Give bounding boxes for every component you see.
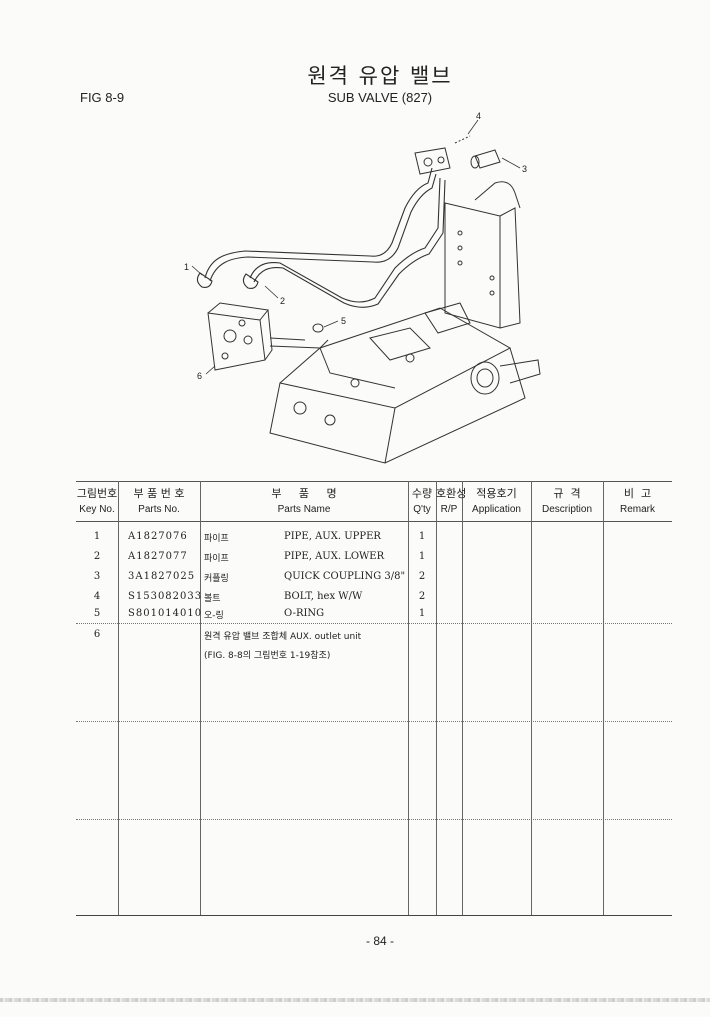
column-rule: [603, 481, 604, 915]
header-description-ko: 규 격: [553, 487, 581, 500]
header-rp-en: R/P: [440, 504, 458, 515]
callout-1: 1: [184, 262, 189, 272]
header-qty-en: Q'ty: [413, 504, 431, 515]
part-name-ko: 원격 유압 밸브 조합체 AUX. outlet unit: [204, 632, 362, 642]
header-bottom-rule: [76, 521, 672, 522]
header-parts-no-ko: 부 품 번 호: [133, 487, 185, 500]
coupling-bracket: [414, 135, 501, 175]
table-top-rule: [76, 481, 672, 482]
part-name-ko: 커플링: [204, 574, 229, 584]
header-parts-name-ko: 부 품 명: [271, 487, 337, 500]
part-no: 3A1827025: [128, 571, 196, 582]
parts-table: 그림번호 Key No. 부 품 번 호 Parts No. 부 품 명 Par…: [76, 481, 672, 916]
key-no: 4: [93, 591, 101, 602]
row-divider: [76, 721, 672, 722]
column-rule: [200, 481, 201, 915]
key-no: 5: [93, 608, 101, 619]
header-application-en: Application: [472, 504, 521, 515]
part-no: S153082033: [128, 591, 203, 602]
pipe-assembly: [196, 167, 446, 308]
page-title-english: SUB VALVE (827): [327, 90, 433, 105]
row-divider: [76, 819, 672, 820]
callout-5: 5: [341, 316, 346, 326]
column-rule: [531, 481, 532, 915]
part-name-en: QUICK COUPLING 3/8": [284, 571, 406, 582]
scan-edge-artifact: [0, 998, 710, 1002]
quantity: 2: [418, 571, 426, 582]
callout-3: 3: [522, 164, 527, 174]
quantity: 1: [418, 531, 426, 542]
part-name-en: PIPE, AUX. LOWER: [284, 551, 385, 562]
parts-diagram: 1 2 3 4 5 6: [184, 111, 541, 464]
column-rule: [408, 481, 409, 915]
column-rule: [436, 481, 437, 915]
header-parts-no-en: Parts No.: [138, 504, 180, 515]
header-remark-en: Remark: [619, 504, 655, 515]
quantity: 2: [418, 591, 426, 602]
column-rule: [462, 481, 463, 915]
row-divider: [76, 623, 672, 624]
callout-2: 2: [280, 296, 285, 306]
header-description-en: Description: [541, 504, 593, 515]
table-bottom-rule: [76, 915, 672, 916]
part-no: A1827076: [128, 531, 188, 542]
header-remark-ko: 비 고: [623, 487, 652, 500]
header-parts-name-en: Parts Name: [277, 504, 331, 515]
header-key-no-en: Key No.: [79, 504, 115, 515]
part-name-en: PIPE, AUX. UPPER: [284, 531, 381, 542]
callout-4: 4: [476, 111, 481, 121]
page-title-korean: 원격 유압 밸브: [307, 64, 453, 88]
part-name-ko: 오-링: [204, 611, 224, 621]
part-name-ko: 볼트: [204, 594, 221, 604]
aux-valve-unit: [207, 302, 329, 371]
quantity: 1: [418, 551, 426, 562]
column-rule: [118, 481, 119, 915]
hydraulic-housing: [269, 302, 541, 464]
leader-lines: [191, 119, 521, 375]
header-qty-ko: 수량: [411, 487, 433, 500]
figure-label: FIG 8-9: [80, 90, 125, 105]
key-no: 1: [93, 531, 101, 542]
part-name-en: O-RING: [284, 608, 325, 619]
key-no: 2: [93, 551, 101, 562]
part-name-ko: 파이프: [204, 554, 229, 564]
quantity: 1: [418, 608, 426, 619]
header-application-ko: 적용호기: [476, 487, 517, 500]
part-name-en: BOLT, hex W/W: [284, 591, 363, 602]
page-number: - 84 -: [365, 934, 394, 948]
key-no: 3: [93, 571, 101, 582]
reference-note: (FIG. 8-8의 그림번호 1-19참조): [204, 651, 331, 661]
mounting-plate: [444, 181, 521, 329]
header-rp-ko: 호환성: [436, 487, 467, 500]
o-ring: [312, 323, 324, 333]
header-key-no-ko: 그림번호: [76, 487, 118, 500]
part-name-ko: 파이프: [204, 534, 229, 544]
part-no: S801014010: [128, 608, 203, 619]
part-no: A1827077: [128, 551, 188, 562]
callout-6: 6: [197, 371, 202, 381]
key-no: 6: [93, 629, 101, 640]
